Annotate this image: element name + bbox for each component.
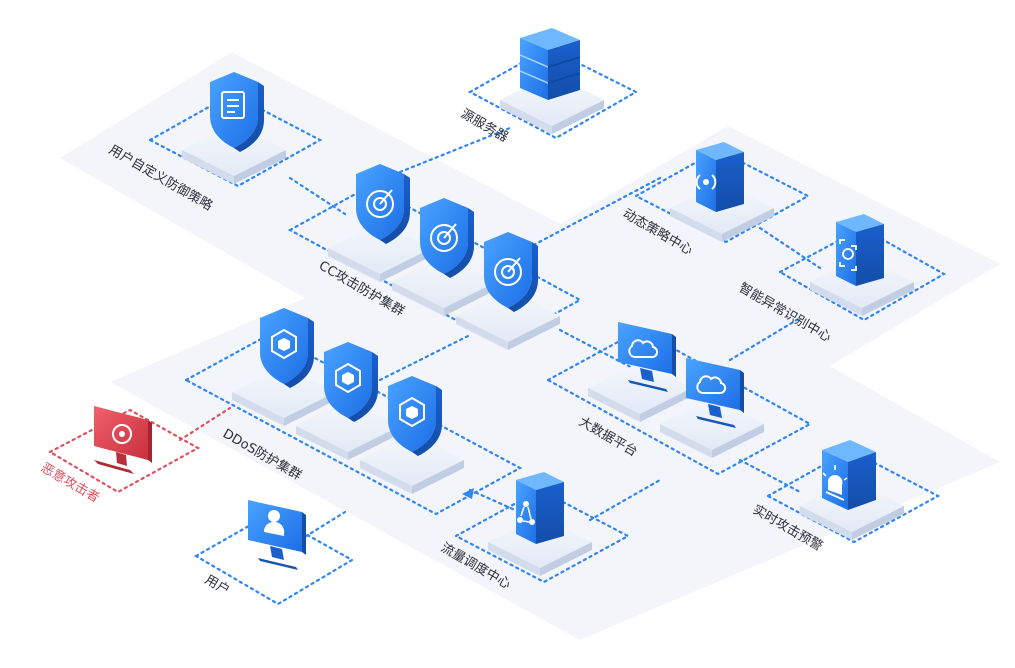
monitor-cloud-icon bbox=[686, 358, 744, 428]
shield-target-icon bbox=[356, 164, 410, 244]
shield-cube-icon bbox=[388, 376, 442, 456]
broadcast-signal-icon bbox=[695, 142, 744, 212]
cycle-nodes-icon bbox=[516, 472, 564, 544]
monitor-person-icon bbox=[248, 500, 306, 570]
alarm-light-icon bbox=[822, 440, 876, 510]
label-origin-server: 源服务器 bbox=[458, 106, 511, 146]
label-attacker: 恶意攻击者 bbox=[38, 460, 102, 506]
node-origin-server[interactable]: 源服务器 bbox=[458, 28, 639, 146]
shield-target-icon bbox=[420, 198, 474, 278]
node-attacker[interactable]: 恶意攻击者 bbox=[38, 406, 201, 506]
arrow-head bbox=[462, 488, 474, 499]
shield-target-icon bbox=[484, 232, 538, 312]
monitor-biohazard-icon bbox=[94, 406, 152, 474]
node-user[interactable]: 用户 bbox=[193, 500, 355, 606]
shield-cube-icon bbox=[260, 308, 314, 388]
server-rack-icon bbox=[519, 28, 581, 100]
shield-document-icon bbox=[210, 72, 264, 152]
scan-face-icon bbox=[836, 214, 884, 286]
background-band bbox=[60, 52, 1000, 640]
monitor-cloud-icon bbox=[618, 322, 676, 392]
shield-cube-icon bbox=[324, 342, 378, 422]
